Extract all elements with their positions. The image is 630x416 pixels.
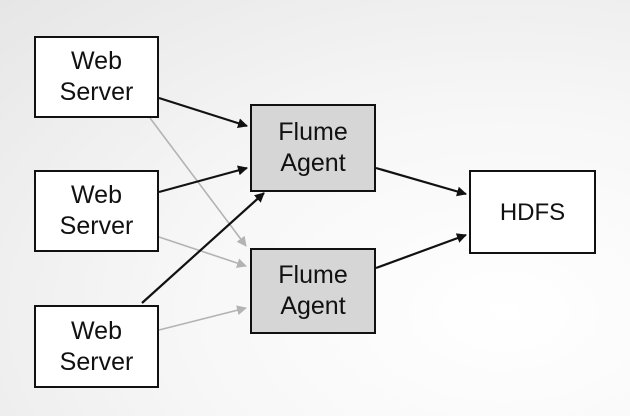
web-server-node-2: Web Server: [34, 170, 159, 252]
hdfs-node: HDFS: [469, 170, 596, 254]
flume-agent-label-line1: Flume: [278, 261, 348, 289]
edge-web3-agent2: [158, 305, 247, 331]
hdfs-label: HDFS: [499, 198, 566, 226]
flume-agent-label-line2: Agent: [280, 149, 346, 177]
edge-web3-agent1: [141, 192, 265, 304]
edge-agent2-hdfs: [375, 233, 467, 270]
edge-web2-agent2: [158, 236, 247, 268]
web-server-label-line2: Server: [59, 212, 134, 240]
web-server-label-line1: Web: [71, 316, 122, 345]
flume-agent-label-line2: Agent: [280, 292, 346, 320]
edge-web2-agent1: [158, 165, 248, 194]
web-server-node-3: Web Server: [34, 305, 159, 388]
flume-agent-label-line1: Flume: [278, 118, 348, 146]
web-server-label-line1: Web: [71, 47, 122, 75]
web-server-label-line2: Server: [59, 78, 134, 106]
flume-agent-node-2: Flume Agent: [250, 248, 376, 334]
edge-agent1-hdfs: [375, 166, 467, 197]
web-server-node-1: Web Server: [34, 36, 159, 118]
web-server-label-line1: Web: [71, 181, 122, 209]
flume-agent-node-1: Flume Agent: [250, 104, 376, 192]
web-server-label-line2: Server: [59, 347, 134, 376]
edge-web1-agent1: [158, 96, 248, 129]
